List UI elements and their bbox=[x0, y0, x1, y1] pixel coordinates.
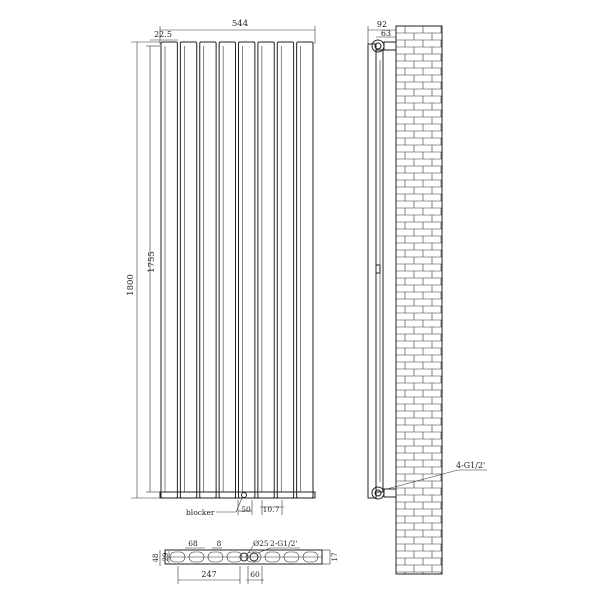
bottom-tube bbox=[302, 551, 319, 563]
bottom-height-a-label: 48 bbox=[152, 554, 160, 563]
side-panel-outer bbox=[367, 43, 377, 499]
bottom-connection-inner bbox=[374, 489, 382, 497]
top-connection-inner bbox=[374, 42, 382, 50]
bottom-manifold bbox=[159, 491, 316, 499]
radiator-panel bbox=[218, 41, 236, 499]
bottom-tube bbox=[283, 551, 300, 563]
front-view: 544 22.5 1800 1755 blocker 50 10.7 bbox=[126, 19, 316, 517]
wall-depth-label: 92 bbox=[377, 20, 387, 29]
offset-left-label: 22.5 bbox=[154, 30, 172, 39]
blocker-leader-diag bbox=[235, 497, 243, 513]
height-inner-label: 1755 bbox=[147, 251, 157, 273]
bottom-pipe-dia-label: Ø25 bbox=[253, 539, 269, 548]
bottom-pipe-right bbox=[249, 552, 259, 562]
radiator-panel bbox=[276, 41, 295, 499]
bottom-tube bbox=[245, 551, 262, 563]
bottom-view-tubes bbox=[169, 551, 319, 563]
radiator-panel bbox=[179, 41, 198, 499]
bottom-spacing-a-label: 68 bbox=[188, 539, 198, 548]
bottom-view: 68 8 Ø25 2-G1/2' 48 29 247 60 17 bbox=[152, 539, 339, 584]
radiator-panels bbox=[160, 41, 314, 499]
blocker-label: blocker bbox=[186, 508, 215, 517]
connection-label: 4-G1/2' bbox=[456, 461, 485, 470]
pipe-spacing-label: 50 bbox=[241, 505, 251, 514]
height-total-label: 1800 bbox=[126, 274, 136, 296]
bottom-tube bbox=[226, 551, 243, 563]
bottom-connection-outer bbox=[371, 486, 385, 500]
bottom-spacing-c-label: 60 bbox=[250, 570, 260, 579]
bottom-height-c-label: 17 bbox=[331, 553, 339, 562]
bottom-wall-bracket bbox=[383, 488, 397, 498]
pipe-depth-label: 63 bbox=[381, 29, 391, 38]
bottom-tube bbox=[169, 551, 186, 563]
bottom-conn-leader-diag bbox=[257, 547, 271, 554]
radiator-panel bbox=[199, 41, 217, 499]
brick-wall bbox=[395, 25, 443, 575]
bottom-tube bbox=[207, 551, 224, 563]
bottom-width-total-label: 247 bbox=[201, 570, 216, 579]
bottom-conn-label: 2-G1/2' bbox=[270, 539, 297, 548]
side-bracket bbox=[375, 264, 381, 274]
radiator-panel bbox=[257, 41, 275, 499]
radiator-panel bbox=[160, 41, 178, 499]
bottom-spacing-b-label: 8 bbox=[217, 539, 222, 548]
wall-outline bbox=[395, 25, 443, 575]
radiator-panel bbox=[238, 41, 256, 499]
bottom-height-b-label: 29 bbox=[162, 553, 170, 562]
bottom-tube bbox=[188, 551, 205, 563]
bottom-tube bbox=[264, 551, 281, 563]
bottom-outlet bbox=[241, 492, 247, 498]
pipe-offset-label: 10.7 bbox=[263, 505, 280, 514]
top-wall-bracket bbox=[383, 41, 397, 51]
side-view: 92 63 4-G1/2' bbox=[367, 20, 487, 575]
connection-leader-diag bbox=[382, 469, 459, 491]
radiator-panel bbox=[296, 41, 314, 499]
bottom-pipe-left bbox=[239, 552, 249, 562]
width-total-label: 544 bbox=[232, 19, 248, 29]
bottom-pipe-dia-leader bbox=[247, 545, 254, 554]
